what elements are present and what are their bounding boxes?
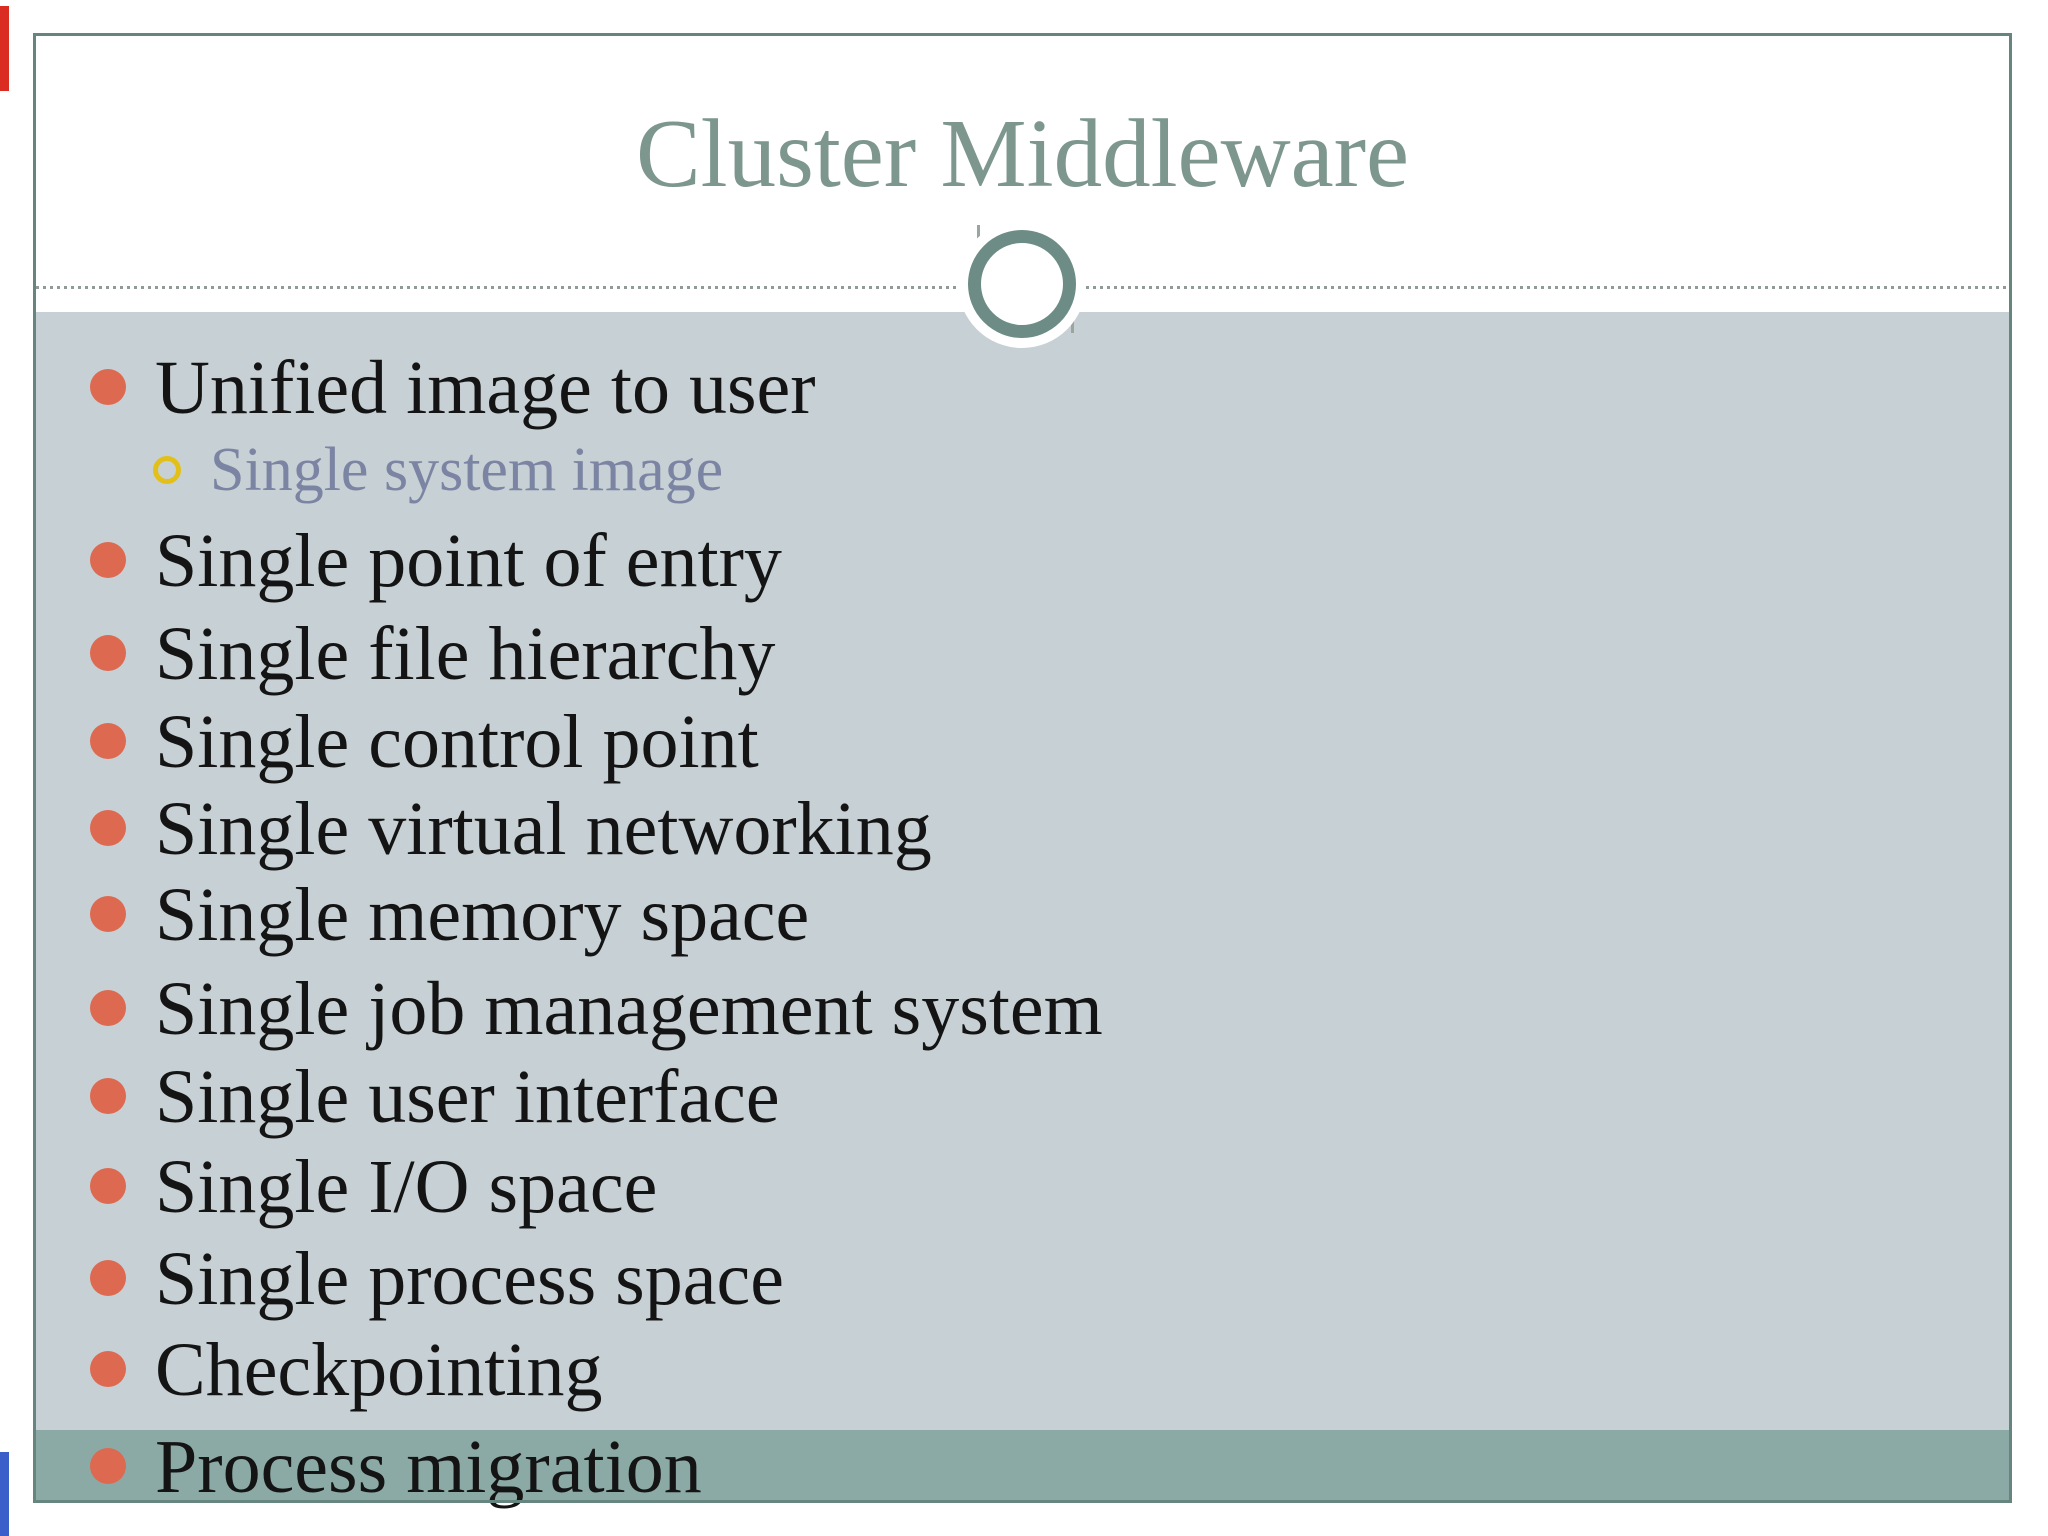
list-item-label: Single I/O space xyxy=(155,1145,658,1229)
divider-tick-top xyxy=(977,225,980,240)
list-item-label: Single memory space xyxy=(155,873,810,957)
list-item: Single job management system xyxy=(36,963,2009,1053)
list-item: Checkpointing xyxy=(36,1324,2009,1414)
sub-bullet-icon xyxy=(153,456,181,484)
bullet-icon xyxy=(90,1078,126,1114)
bullet-icon xyxy=(90,1448,126,1484)
list-item-label: Unified image to user xyxy=(155,346,816,430)
list-item-label: Single point of entry xyxy=(155,519,782,603)
slide-title: Cluster Middleware xyxy=(635,100,1410,207)
list-item: Single point of entry xyxy=(36,515,2009,605)
list-item: Single user interface xyxy=(36,1051,2009,1141)
list-item-label: Single virtual networking xyxy=(155,787,932,871)
list-item: Single I/O space xyxy=(36,1141,2009,1231)
bullet-icon xyxy=(90,1260,126,1296)
bullet-icon xyxy=(90,1168,126,1204)
sub-list-item: Single system image xyxy=(36,425,2009,515)
blue-edge-artifact xyxy=(0,1452,9,1536)
bullet-icon xyxy=(90,542,126,578)
list-item-label: Single process space xyxy=(155,1237,784,1321)
list-item-label: Process migration xyxy=(155,1425,702,1509)
red-edge-artifact xyxy=(0,6,9,91)
list-item-label: Single file hierarchy xyxy=(155,612,776,696)
list-item: Single virtual networking xyxy=(36,783,2009,873)
bullet-icon xyxy=(90,369,126,405)
list-item-label: Single user interface xyxy=(155,1055,780,1139)
list-item: Single memory space xyxy=(36,869,2009,959)
bullet-icon xyxy=(90,723,126,759)
highlight-band xyxy=(36,1430,2009,1501)
bullet-icon xyxy=(90,810,126,846)
bullet-icon xyxy=(90,896,126,932)
list-item-label: Single job management system xyxy=(155,967,1103,1051)
list-item: Process migration xyxy=(36,1421,2009,1511)
list-item: Unified image to user xyxy=(36,342,2009,432)
circle-ornament-icon xyxy=(968,230,1076,338)
list-item-label: Checkpointing xyxy=(155,1328,603,1412)
list-item: Single process space xyxy=(36,1233,2009,1323)
bullet-icon xyxy=(90,990,126,1026)
list-item: Single control point xyxy=(36,696,2009,786)
list-item-label: Single system image xyxy=(210,436,724,504)
bullet-icon xyxy=(90,1351,126,1387)
divider-tick-bottom xyxy=(1071,318,1074,333)
list-item-label: Single control point xyxy=(155,700,759,784)
bullet-icon xyxy=(90,635,126,671)
list-item: Single file hierarchy xyxy=(36,608,2009,698)
slide-content-background xyxy=(36,312,2009,1430)
